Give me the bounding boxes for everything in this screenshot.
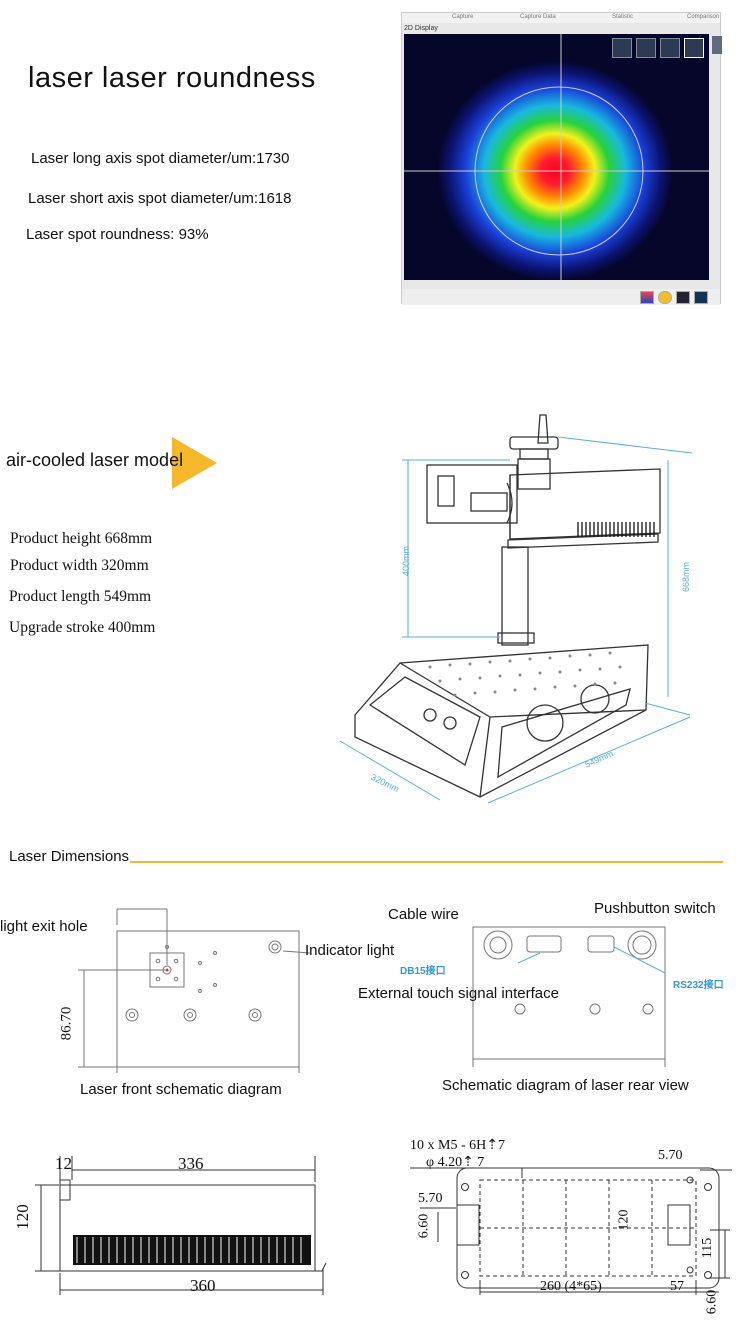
beam-profiler-screenshot: Capture Capture Data Statistic Compariso… <box>401 12 722 305</box>
label-light-exit-hole: light exit hole <box>0 918 88 935</box>
dim-stroke-label: 400mm <box>401 545 412 577</box>
note-screw-holes: 10 x M5 - 6H⇡7 <box>410 1138 505 1153</box>
label-cable-wire: Cable wire <box>388 906 459 923</box>
spec-width: Product width 320mm <box>10 557 149 574</box>
dim-bottom-5-70-right: 5.70 <box>658 1148 683 1163</box>
label-pushbutton-switch: Pushbutton switch <box>594 900 716 917</box>
rear-view-drawing <box>472 926 666 1067</box>
beam-spot-image <box>404 34 709 280</box>
dim-front-height: 86.70 <box>58 1006 75 1041</box>
spec-long-axis: Laser long axis spot diameter/um:1730 <box>31 150 290 167</box>
model-label: air-cooled laser model <box>6 450 184 470</box>
label-db15: DB15接口 <box>400 966 446 977</box>
tab-capture[interactable]: Capture <box>452 14 474 20</box>
scatter-view-icon[interactable] <box>694 291 708 304</box>
dim-bottom-5-70-left: 5.70 <box>418 1191 443 1206</box>
dim-side-360: 360 <box>190 1276 216 1295</box>
display-title: 2D Display <box>404 25 438 32</box>
tab-comparison[interactable]: Comparison <box>687 14 720 20</box>
spec-short-axis: Laser short axis spot diameter/um:1618 <box>28 190 292 207</box>
dim-side-12: 12 <box>55 1154 72 1173</box>
profiler-footer <box>402 289 720 305</box>
side-view-drawing <box>35 1156 327 1295</box>
dim-bottom-6-60-left: 6.60 <box>416 1213 432 1239</box>
label-touch-interface: External touch signal interface <box>358 985 559 1002</box>
crosshair-tool-icon[interactable] <box>612 38 632 58</box>
dim-side-120: 120 <box>12 1204 32 1230</box>
ellipse-tool-icon[interactable] <box>684 38 704 58</box>
heading-underline <box>130 861 723 863</box>
dim-side-336: 336 <box>178 1154 204 1173</box>
dim-bottom-120: 120 <box>616 1209 632 1231</box>
dim-bottom-115: 115 <box>700 1237 716 1259</box>
dim-bottom-260: 260 (4*65) <box>540 1279 602 1294</box>
3d-view-icon[interactable] <box>640 291 654 304</box>
caption-front-view: Laser front schematic diagram <box>80 1081 282 1098</box>
roundness-title: laser laser roundness <box>28 62 316 94</box>
dimensions-heading: Laser Dimensions <box>9 848 130 865</box>
dim-height-label: 668mm <box>681 561 692 593</box>
spec-stroke: Upgrade stroke 400mm <box>9 619 156 636</box>
bottom-view-drawing <box>410 1167 732 1295</box>
circle-tool-icon[interactable] <box>660 38 680 58</box>
beam-spot-plot <box>404 34 709 280</box>
front-view-drawing <box>78 908 310 1073</box>
label-indicator-light: Indicator light <box>305 942 395 959</box>
tab-statistic[interactable]: Statistic <box>612 14 634 20</box>
label-rs232: RS232接口 <box>673 980 724 991</box>
tab-capture-data[interactable]: Capture Data <box>520 14 556 20</box>
caption-rear-view: Schematic diagram of laser rear view <box>442 1077 689 1094</box>
dim-bottom-57: 57 <box>670 1279 684 1294</box>
camera-tool-icon[interactable] <box>636 38 656 58</box>
note-hole-diameter: φ 4.20⇡ 7 <box>426 1155 485 1170</box>
machine-drawing <box>339 414 693 804</box>
dim-bottom-6-60-right: 6.60 <box>704 1289 720 1315</box>
spec-roundness: Laser spot roundness: 93% <box>26 226 209 243</box>
profile-view-icon[interactable] <box>676 291 690 304</box>
2d-view-icon[interactable] <box>658 291 672 304</box>
pointer-tool-icon[interactable] <box>712 36 722 54</box>
spec-height: Product height 668mm <box>10 530 153 547</box>
profiler-tabs: Capture Capture Data Statistic Compariso… <box>402 13 720 23</box>
model-arrow-icon <box>172 437 217 489</box>
spec-length: Product length 549mm <box>9 588 152 605</box>
